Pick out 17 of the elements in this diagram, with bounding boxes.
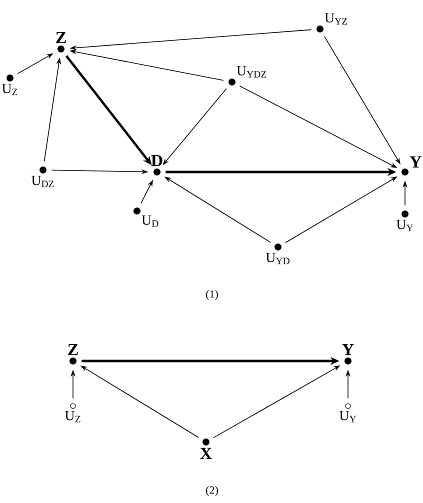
node-label: U$_{Z}$	[65, 410, 80, 422]
node-label: Z	[56, 32, 66, 44]
node-label: U$_{D}$	[142, 216, 158, 227]
node-label: U$_{YZ}$	[324, 13, 348, 24]
node-label: U$_{YD}$	[266, 252, 290, 264]
node-label: U$_{Y}$	[396, 220, 414, 232]
node-label: U$_{Z}$	[2, 84, 18, 96]
node-label: U$_{DZ}$	[32, 176, 54, 188]
figure-caption: (1)	[206, 290, 218, 300]
node-label: U$_{Y}$	[339, 410, 356, 422]
node-label: U$_{YDZ}$	[236, 66, 266, 78]
node-label: Z	[68, 344, 78, 356]
node-label: X	[200, 448, 212, 459]
figure-caption: (2)	[206, 486, 218, 496]
node-label: D	[151, 154, 162, 166]
node-label: Y	[410, 156, 422, 168]
node-label: Y	[342, 344, 354, 356]
